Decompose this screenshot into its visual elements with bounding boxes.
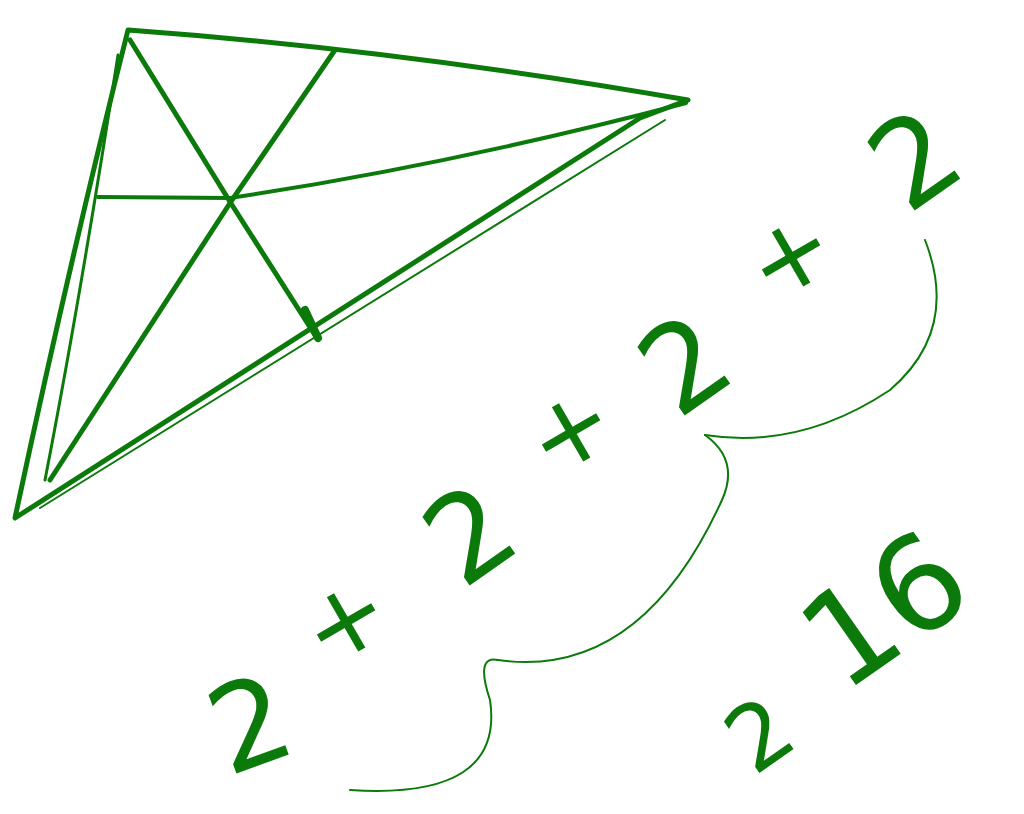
- handwritten-number: 2: [711, 682, 810, 789]
- median-line: [98, 103, 686, 198]
- tick: [305, 310, 318, 338]
- handwritten-number: 16: [780, 509, 990, 710]
- brace: [498, 435, 728, 662]
- plus-sign: +: [509, 366, 632, 495]
- handwritten-number: 2: [619, 294, 750, 436]
- plus-sign: +: [284, 556, 407, 685]
- triangle: [15, 30, 688, 518]
- edge-stroke: [45, 55, 118, 480]
- plus-sign: +: [729, 191, 852, 320]
- handwritten-number: 2: [849, 89, 980, 231]
- handwritten-number: 2: [194, 656, 307, 795]
- median-line: [50, 50, 335, 480]
- handwritten-number: 2: [404, 464, 535, 606]
- brace: [350, 660, 498, 791]
